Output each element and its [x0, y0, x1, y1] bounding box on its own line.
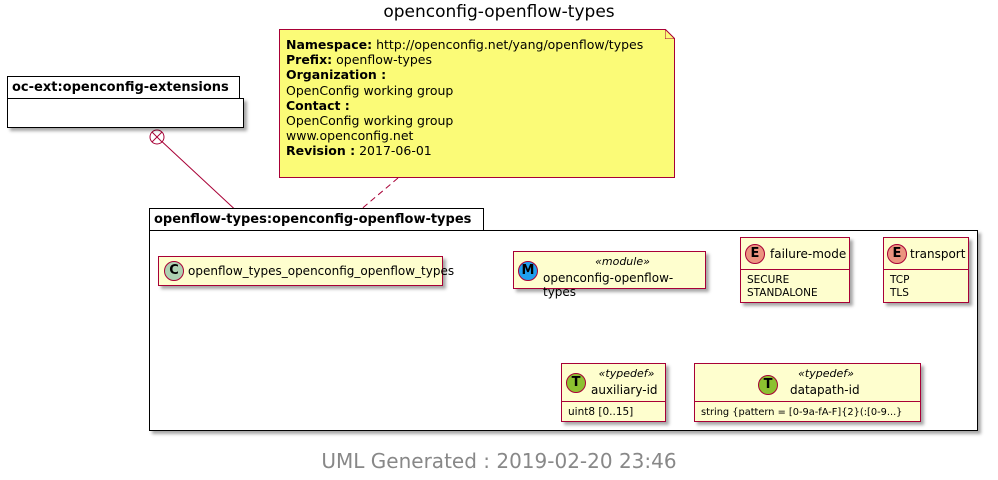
enum-value: STANDALONE: [747, 287, 818, 299]
separator: [741, 269, 849, 270]
typedef-t-icon: T: [758, 375, 778, 395]
enum-transport-name: transport: [910, 247, 966, 261]
typedef-attribute: uint8 [0..15]: [568, 406, 634, 418]
package-types-name: openflow-types:openconfig-openflow-types: [154, 212, 472, 227]
typedef-auxiliary-id-name: auxiliary-id: [591, 383, 658, 397]
enum-value: TCP: [890, 274, 910, 286]
module-name: openconfig-openflow-types: [543, 271, 674, 299]
enum-failure-mode-name: failure-mode: [770, 247, 847, 261]
package-extensions-tab: oc-ext:openconfig-extensions: [7, 76, 240, 99]
separator: [884, 269, 968, 270]
class-main-name: openflow_types_openconfig_openflow_types: [188, 264, 455, 278]
enum-transport: E transport TCP TLS: [883, 237, 969, 303]
enum-value: SECURE: [747, 274, 790, 286]
package-extensions-name: oc-ext:openconfig-extensions: [12, 80, 229, 95]
generated-footer: UML Generated : 2019-02-20 23:46: [321, 449, 677, 473]
package-types-tab: openflow-types:openconfig-openflow-types: [149, 208, 484, 231]
note-fold-icon: [665, 29, 675, 39]
enum-e-icon: E: [887, 244, 907, 264]
typedef-auxiliary-id: T «typedef» auxiliary-id uint8 [0..15]: [561, 363, 666, 422]
enum-e-icon: E: [745, 244, 765, 264]
typedef-datapath-id-name: datapath-id: [790, 383, 860, 397]
enum-value: TLS: [890, 287, 909, 299]
typedef-datapath-id: T «typedef» datapath-id string {pattern …: [694, 363, 921, 422]
enum-failure-mode: E failure-mode SECURE STANDALONE: [740, 237, 850, 303]
separator: [562, 401, 665, 402]
typedef-t-icon: T: [566, 373, 586, 393]
package-extensions-body: [7, 98, 244, 128]
module-stereotype: «module»: [595, 255, 650, 268]
separator: [695, 401, 920, 402]
class-c-icon: C: [164, 261, 184, 281]
module-note: Namespace: http://openconfig.net/yang/op…: [279, 29, 675, 178]
typedef-stereotype: «typedef»: [598, 367, 655, 380]
diagram-title: openconfig-openflow-types: [383, 2, 615, 22]
module-m-icon: M: [518, 261, 538, 281]
class-module: M «module» openconfig-openflow-types: [513, 251, 706, 299]
typedef-stereotype: «typedef»: [798, 367, 854, 380]
class-main: C openflow_types_openconfig_openflow_typ…: [158, 256, 454, 286]
typedef-attribute: string {pattern = [0-9a-fA-F]{2}(:[0-9..…: [701, 407, 903, 418]
